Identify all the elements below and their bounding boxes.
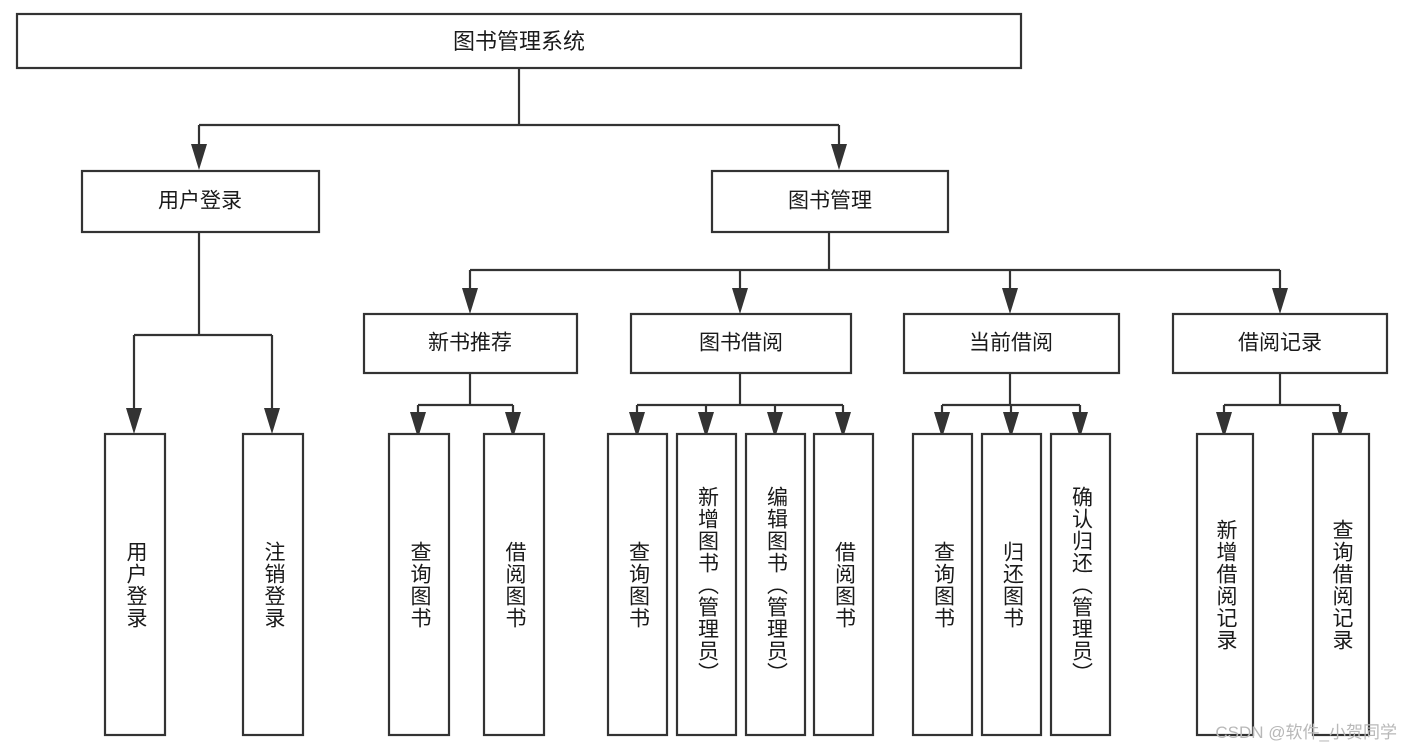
node-user-login-label: 用户登录 [158, 190, 242, 213]
node-leaf-user-login[interactable] [103, 432, 167, 737]
connector-currentborrow-to-leaves [934, 374, 1088, 438]
connector-userlogin-to-leaves [126, 233, 280, 434]
node-leaf-return-book[interactable] [980, 432, 1043, 737]
arrow-icon [191, 144, 207, 170]
arrow-icon [1272, 288, 1288, 314]
node-leaf-borrow-book-1[interactable] [482, 432, 546, 737]
arrow-icon [462, 288, 478, 314]
arrow-icon [126, 408, 142, 434]
node-leaf-add-book[interactable] [675, 432, 738, 737]
node-new-book-recommend[interactable]: 新书推荐 [362, 312, 579, 375]
node-book-management[interactable]: 图书管理 [710, 169, 950, 234]
node-current-borrow[interactable]: 当前借阅 [902, 312, 1121, 375]
arrow-icon [732, 288, 748, 314]
node-leaf-query-book-1[interactable] [387, 432, 451, 737]
node-leaf-logout-login[interactable] [241, 432, 305, 737]
node-leaf-borrow-book-2[interactable] [812, 432, 875, 737]
node-leaf-confirm-return[interactable] [1049, 432, 1112, 737]
connector-bookmgmt-to-level3 [462, 233, 1288, 314]
node-book-management-label: 图书管理 [788, 190, 872, 213]
node-root[interactable]: 图书管理系统 [15, 12, 1023, 70]
node-new-book-recommend-label: 新书推荐 [428, 332, 512, 355]
node-root-label: 图书管理系统 [453, 29, 585, 54]
node-borrow-record[interactable]: 借阅记录 [1171, 312, 1389, 375]
arrow-icon [831, 144, 847, 170]
arrow-icon [264, 408, 280, 434]
connector-root-to-level2 [191, 68, 847, 170]
node-borrow-record-label: 借阅记录 [1238, 332, 1322, 355]
node-leaf-query-book-3[interactable] [911, 432, 974, 737]
node-leaf-query-book-2[interactable] [606, 432, 669, 737]
node-current-borrow-label: 当前借阅 [969, 332, 1053, 355]
node-user-login[interactable]: 用户登录 [80, 169, 321, 234]
connector-bookborrow-to-leaves [629, 374, 851, 438]
connector-borrowrecord-to-leaves [1216, 374, 1348, 438]
node-leaf-query-record[interactable] [1311, 432, 1371, 737]
node-book-borrow[interactable]: 图书借阅 [629, 312, 853, 375]
connector-newbook-to-leaves [410, 374, 521, 438]
node-leaf-add-record[interactable] [1195, 432, 1255, 737]
arrow-icon [1002, 288, 1018, 314]
node-leaf-edit-book[interactable] [744, 432, 807, 737]
node-book-borrow-label: 图书借阅 [699, 332, 783, 355]
